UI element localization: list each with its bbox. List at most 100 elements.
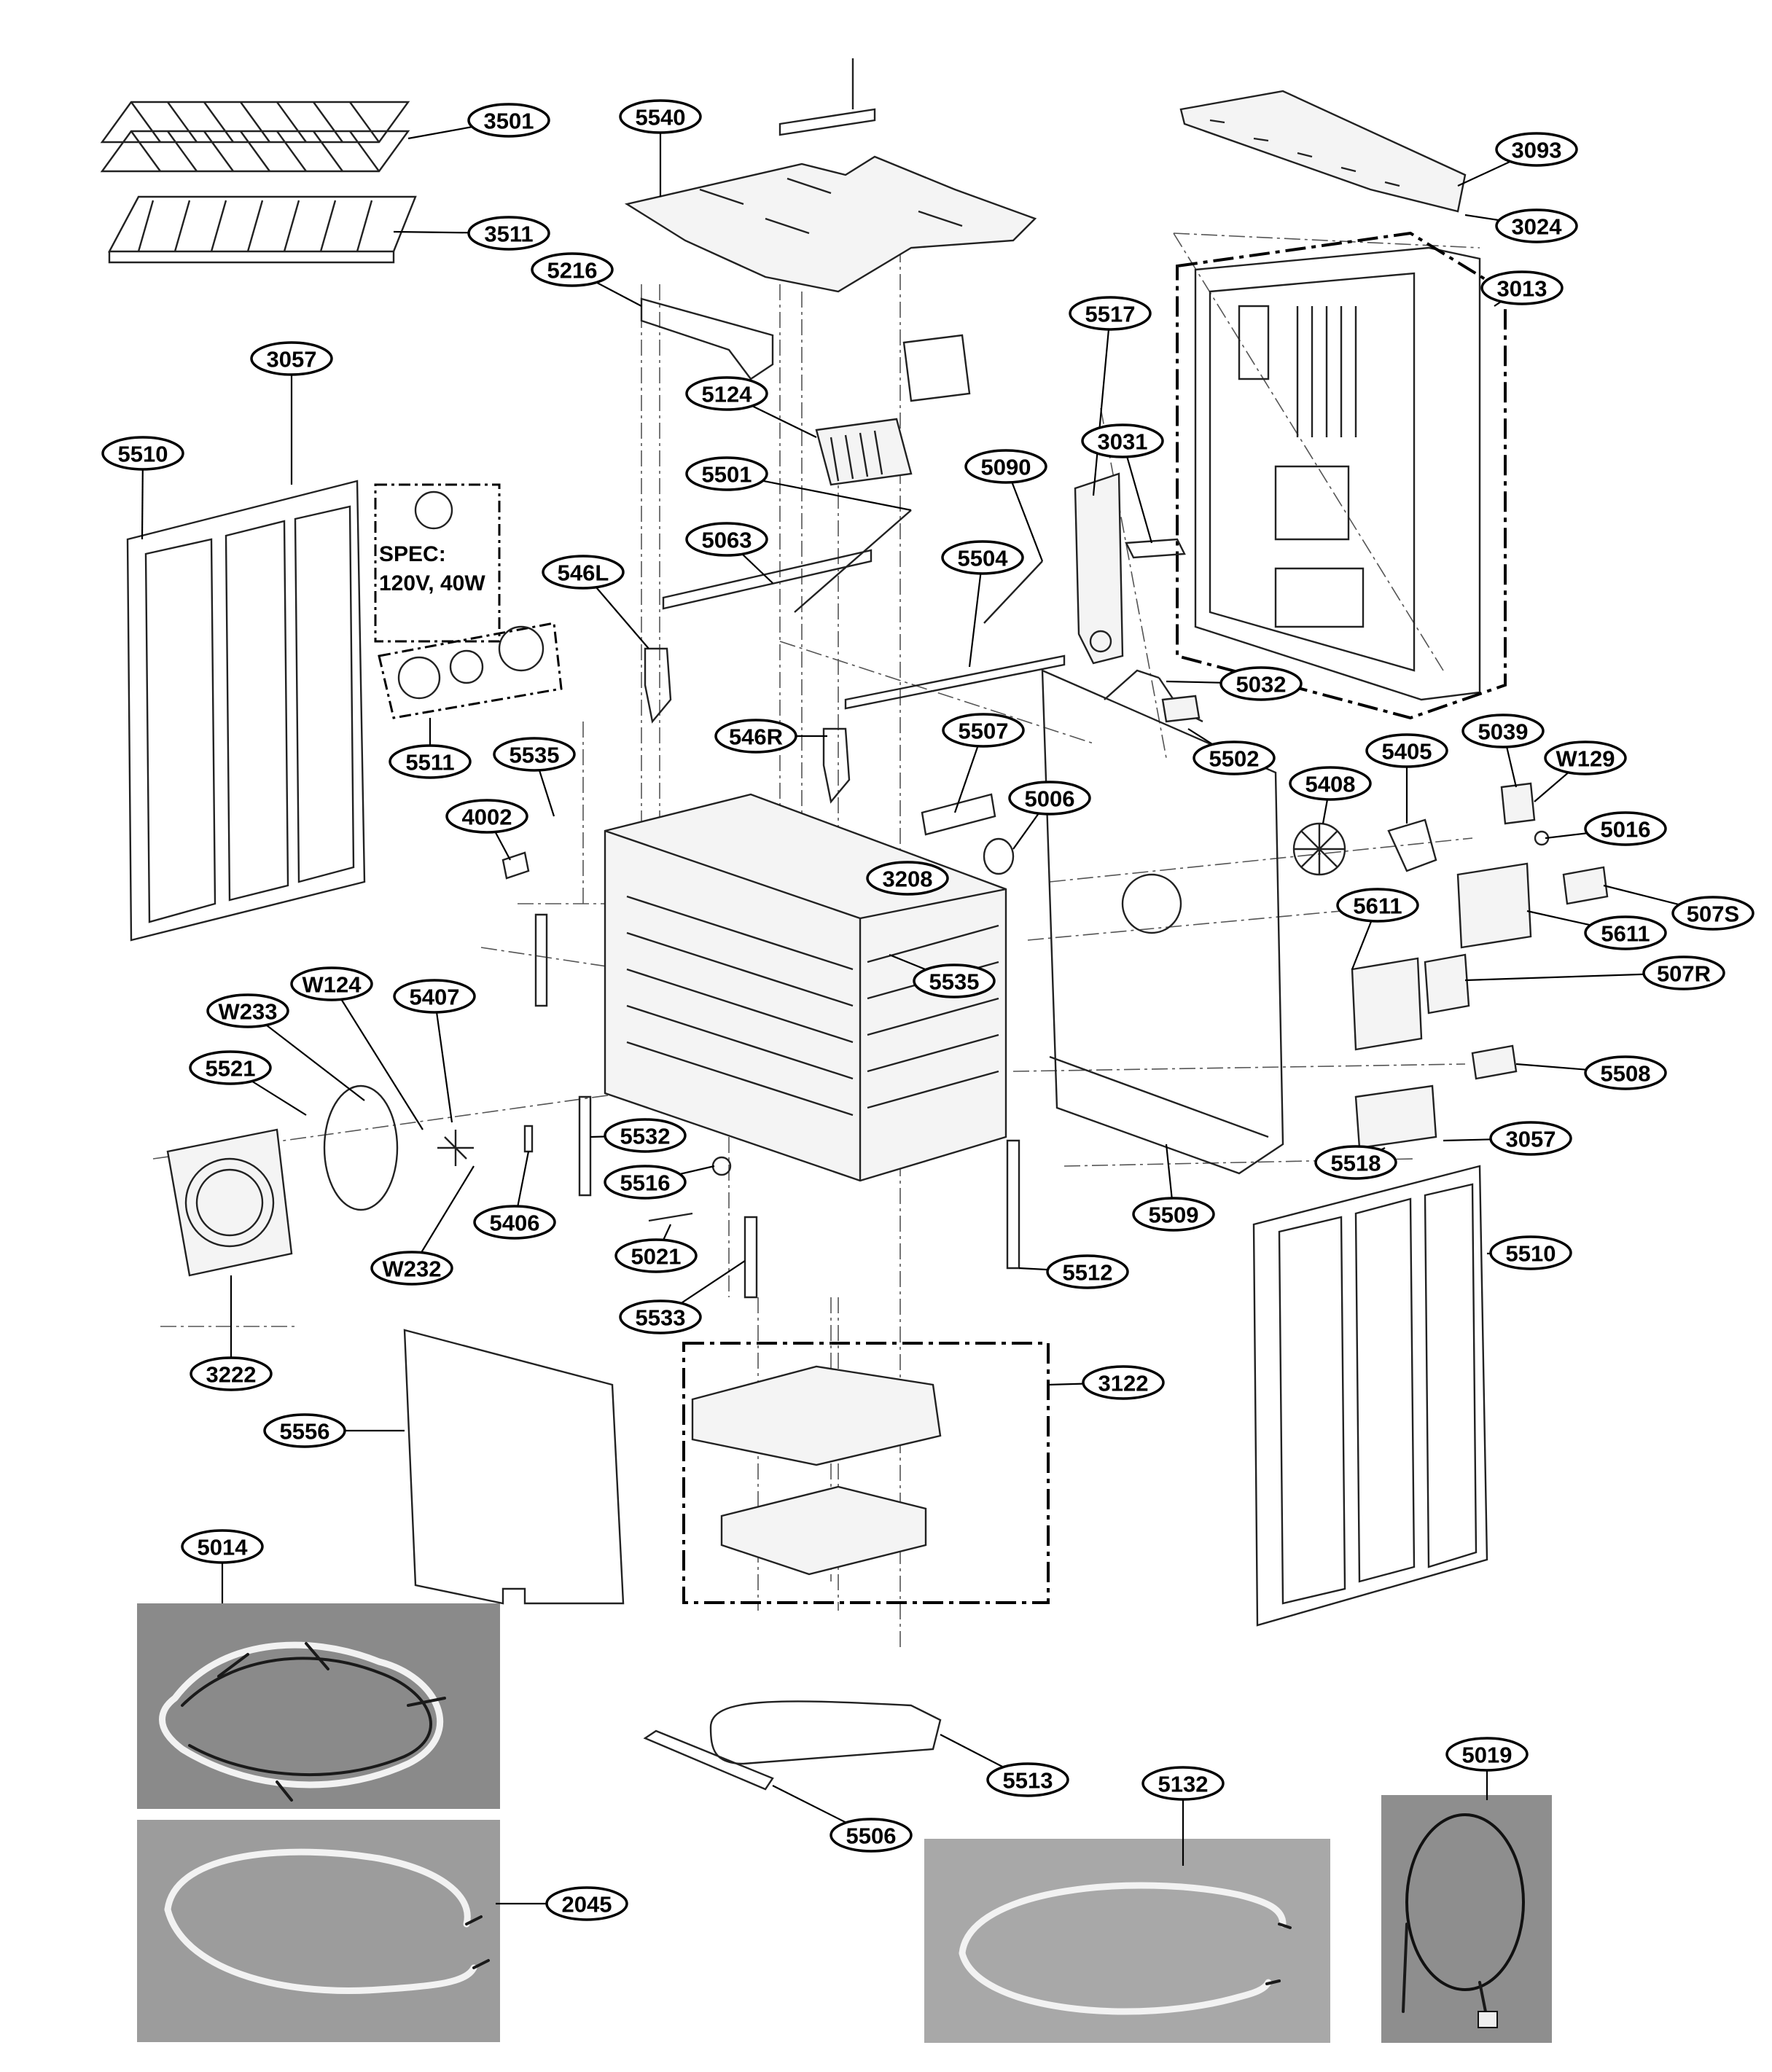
callout-oval (866, 861, 949, 896)
callout-oval (1584, 1055, 1667, 1090)
callout-label: 5611 (1601, 921, 1650, 947)
callout-label: 5501 (702, 462, 752, 488)
callout-label: 5216 (547, 258, 598, 284)
callout-label: 5039 (1478, 719, 1529, 745)
callout-label: 5556 (280, 1419, 330, 1444)
callout-546R: 546R (714, 719, 827, 754)
lamp-assembly-5511 (378, 622, 563, 719)
leader-line (433, 996, 453, 1123)
callout-3057: 3057 (1443, 1121, 1572, 1156)
callout-5132: 5132 (1141, 1766, 1225, 1866)
control-board-5611b (1351, 957, 1423, 1051)
callout-5511: 5511 (389, 718, 472, 779)
callout-5512: 5512 (1018, 1254, 1129, 1289)
callout-oval (190, 1356, 273, 1391)
callout-label: 3511 (484, 222, 533, 247)
switch-5039 (1500, 782, 1536, 825)
callout-3122: 3122 (1047, 1365, 1165, 1400)
convection-fan-5408 (1292, 822, 1346, 876)
cooling-fan-5124 (815, 334, 971, 486)
callout-label: 5405 (1382, 739, 1432, 765)
callout-oval (290, 966, 373, 1001)
callout-5006: 5006 (1008, 781, 1091, 850)
callout-label: 5508 (1601, 1061, 1651, 1087)
callout-label: 5406 (490, 1211, 540, 1236)
sensor-5032 (1104, 669, 1203, 723)
callout-oval (181, 1529, 264, 1564)
convection-cover (166, 1084, 474, 1277)
callout-label: 5510 (1506, 1241, 1556, 1267)
vent-507R (1424, 953, 1470, 1015)
callout-label: 5019 (1462, 1743, 1513, 1768)
door-panel-left-5510 (126, 480, 366, 942)
bracket-left (534, 913, 548, 1007)
callout-5556: 5556 (263, 1413, 405, 1448)
callout-oval (1314, 1145, 1397, 1180)
callout-label: 5516 (620, 1170, 671, 1196)
callout-3057: 3057 (250, 341, 333, 485)
callout-label: 507R (1657, 961, 1711, 987)
callout-5124: 5124 (685, 376, 817, 438)
callout-oval (1584, 811, 1667, 846)
callout-label: W129 (1556, 746, 1615, 772)
callout-label: 5016 (1601, 817, 1651, 843)
callout-oval (1489, 1121, 1572, 1156)
callout-oval (1495, 132, 1578, 167)
callout-label: 5509 (1149, 1203, 1199, 1228)
callout-3031: 3031 (1081, 423, 1164, 544)
callout-oval (942, 713, 1025, 748)
callout-5501: 5501 (685, 456, 912, 512)
callout-label: 5032 (1236, 672, 1287, 697)
callout-5517: 5517 (1069, 296, 1152, 496)
hinge-546L (644, 647, 672, 724)
callout-oval (1480, 270, 1564, 305)
callout-oval (445, 799, 528, 834)
callout-5509: 5509 (1132, 1143, 1215, 1232)
callout-5518: 5518 (1314, 1145, 1397, 1180)
relay-5508 (1471, 1044, 1518, 1080)
callout-oval (1046, 1254, 1129, 1289)
callout-5508: 5508 (1515, 1055, 1667, 1090)
callout-label: 5513 (1003, 1768, 1053, 1794)
bracket-3031 (1125, 538, 1186, 559)
callout-oval (206, 993, 289, 1028)
callout-5216: 5216 (531, 252, 642, 307)
callout-oval (389, 744, 472, 779)
photo-tube-2045 (137, 1820, 500, 2042)
callout-label: 5535 (929, 969, 980, 995)
top-bracket (778, 58, 876, 136)
callout-label: 5408 (1305, 772, 1356, 797)
callout-4002: 4002 (445, 799, 528, 861)
callout-label: 3013 (1497, 276, 1547, 302)
callout-label: 5021 (631, 1244, 682, 1270)
callout-label: 5611 (1353, 894, 1402, 919)
bake-element-3122 (691, 1365, 942, 1576)
part-5006 (983, 837, 1015, 875)
assembly-box-3122 (682, 1342, 1050, 1604)
callout-label: 5407 (410, 985, 460, 1010)
top-panel-5540 (624, 155, 1037, 293)
callout-label: W124 (303, 972, 362, 998)
bracket-5216 (640, 297, 774, 380)
door-panel-right-5510 (1252, 1165, 1488, 1627)
callout-oval (531, 252, 614, 287)
callout-3024: 3024 (1464, 208, 1578, 243)
callout-W124: W124 (290, 966, 424, 1130)
leader-line (331, 983, 424, 1130)
callout-W129: W129 (1534, 740, 1627, 802)
broil-element-5513 (709, 1700, 942, 1765)
spec-line-2: 120V, 40W (379, 571, 485, 595)
callout-5611: 5611 (1526, 910, 1667, 950)
callout-oval (1584, 915, 1667, 950)
callout-oval (1336, 888, 1419, 923)
callout-5521: 5521 (189, 1050, 307, 1116)
callout-oval (913, 963, 996, 998)
callout-5516: 5516 (604, 1165, 715, 1200)
callout-label: 5517 (1085, 302, 1136, 327)
photo-wire-harness-5014 (137, 1603, 500, 1809)
callout-5532: 5532 (590, 1118, 687, 1153)
leader-line (1092, 313, 1112, 496)
callout-3222: 3222 (190, 1275, 273, 1391)
callout-3511: 3511 (393, 216, 550, 251)
